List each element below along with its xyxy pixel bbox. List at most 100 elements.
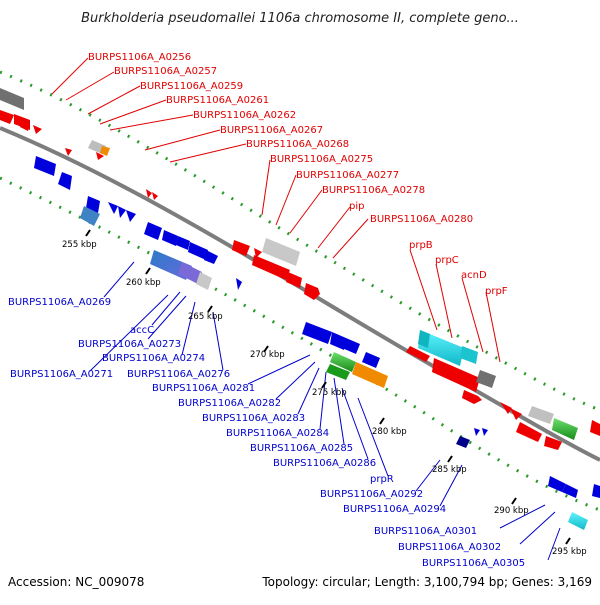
gene-label: accC <box>130 325 154 336</box>
gene-feature <box>196 272 212 290</box>
gene-feature <box>204 250 218 264</box>
gene-label: prpC <box>435 255 459 266</box>
gene-feature <box>418 330 464 366</box>
gene-label: BURPS1106A_A0268 <box>246 139 349 150</box>
gene-feature <box>562 484 578 498</box>
gene-feature <box>176 236 190 250</box>
gene-feature <box>548 476 566 492</box>
gene-label: BURPS1106A_A0261 <box>166 95 269 106</box>
gene-feature <box>146 189 152 198</box>
gene-feature <box>188 242 208 260</box>
gene-label: BURPS1106A_A0259 <box>140 81 243 92</box>
gene-feature <box>126 210 136 222</box>
gene-feature <box>326 364 350 380</box>
gene-feature <box>96 152 104 160</box>
gene-feature <box>544 436 562 450</box>
gene-feature <box>144 222 162 240</box>
gene-label: prpF <box>485 286 508 297</box>
reverse-strand-genes <box>34 156 600 530</box>
gene-feature <box>432 358 480 392</box>
gene-label: BURPS1106A_A0274 <box>102 353 205 364</box>
tick-label: 295 kbp <box>552 547 587 557</box>
gene-feature <box>510 408 522 420</box>
gene-feature <box>304 283 320 300</box>
gene-feature <box>108 202 118 214</box>
gene-feature <box>462 390 482 404</box>
gene-label: BURPS1106A_A0281 <box>152 383 255 394</box>
gene-label: BURPS1106A_A0256 <box>88 52 191 63</box>
gene-feature <box>476 370 496 388</box>
tick-label: 255 kbp <box>62 240 97 250</box>
gene-label: prpR <box>370 474 394 485</box>
gene-label: BURPS1106A_A0257 <box>114 66 217 77</box>
gene-label: BURPS1106A_A0271 <box>10 369 113 380</box>
gene-feature <box>500 402 512 414</box>
blue-leader-lines <box>89 261 561 561</box>
gene-feature <box>590 420 600 436</box>
gene-feature <box>252 255 290 280</box>
gene-feature <box>482 428 488 436</box>
gene-label: BURPS1106A_A0302 <box>398 542 501 553</box>
gene-feature <box>34 156 56 176</box>
gene-label: BURPS1106A_A0269 <box>8 297 111 308</box>
gene-feature <box>262 238 300 266</box>
gene-feature <box>232 240 250 256</box>
tick-label: 270 kbp <box>250 350 285 360</box>
gene-feature <box>33 125 42 134</box>
gene-feature <box>362 352 380 368</box>
gene-feature <box>0 88 24 110</box>
gene-feature <box>302 322 332 344</box>
gene-feature <box>118 206 126 218</box>
tick-label: 265 kbp <box>188 312 223 322</box>
gene-feature <box>456 436 470 448</box>
gene-label: BURPS1106A_A0294 <box>343 504 446 515</box>
gene-feature <box>20 120 30 131</box>
gene-feature <box>162 230 178 246</box>
gene-label: pip <box>349 201 364 212</box>
gene-label: BURPS1106A_A0282 <box>178 398 281 409</box>
gene-feature <box>418 330 430 348</box>
accession-text: Accession: NC_009078 <box>8 575 144 589</box>
forward-strand-genes <box>0 88 600 450</box>
gene-feature <box>152 192 158 200</box>
gene-label: BURPS1106A_A0277 <box>296 170 399 181</box>
gene-label: BURPS1106A_A0285 <box>250 443 353 454</box>
gene-label: BURPS1106A_A0283 <box>202 413 305 424</box>
gene-feature <box>330 332 346 350</box>
tick-label: 285 kbp <box>432 465 467 475</box>
gene-feature <box>100 146 110 156</box>
dotted-rings <box>0 70 600 512</box>
gene-feature <box>460 346 478 364</box>
gene-label: acnD <box>461 270 487 281</box>
gene-feature <box>406 346 430 362</box>
gene-feature <box>286 272 302 288</box>
gene-label: BURPS1106A_A0286 <box>273 458 376 469</box>
gene-label: BURPS1106A_A0278 <box>322 185 425 196</box>
tick-label: 280 kbp <box>372 427 407 437</box>
gene-feature <box>474 428 480 436</box>
gene-feature <box>178 262 202 284</box>
gene-feature <box>552 418 578 440</box>
gene-feature <box>58 172 72 190</box>
gene-feature <box>0 110 14 124</box>
gene-label: BURPS1106A_A0273 <box>78 339 181 350</box>
gene-label: BURPS1106A_A0275 <box>270 154 373 165</box>
gene-label: BURPS1106A_A0292 <box>320 489 423 500</box>
gene-feature <box>342 338 360 354</box>
map-title: Burkholderia pseudomallei 1106a chromoso… <box>81 11 519 26</box>
gene-label: BURPS1106A_A0284 <box>226 428 329 439</box>
red-leader-lines <box>51 57 501 363</box>
tick-label: 290 kbp <box>494 506 529 516</box>
gene-feature <box>568 512 588 530</box>
gene-label: BURPS1106A_A0301 <box>374 526 477 537</box>
gene-feature <box>352 362 388 388</box>
topology-text: Topology: circular; Length: 3,100,794 bp… <box>261 575 592 589</box>
gene-label: BURPS1106A_A0276 <box>127 369 230 380</box>
gene-feature <box>592 484 600 498</box>
gene-label: BURPS1106A_A0305 <box>422 558 525 569</box>
gene-label: BURPS1106A_A0280 <box>370 214 473 225</box>
gene-feature <box>528 406 554 424</box>
gene-feature <box>254 248 262 258</box>
